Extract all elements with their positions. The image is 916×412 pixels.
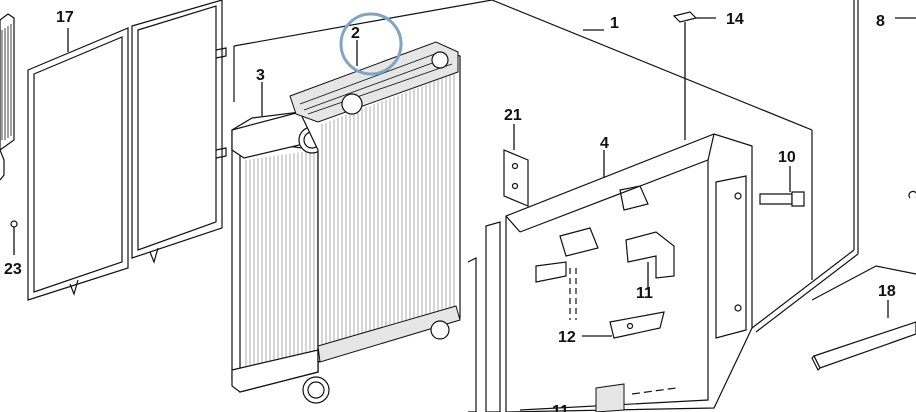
part-23-pin (10, 220, 18, 255)
callout-12: 12 (558, 329, 576, 346)
part-4-mounting-frame (505, 133, 753, 412)
part-2-radiator (289, 40, 461, 363)
part-10-bolt (759, 166, 805, 207)
assembly-boundary (233, 0, 813, 280)
callout-11-lower: 11 (552, 403, 569, 412)
callout-1: 1 (610, 15, 619, 32)
part-3-charge-air-cooler (231, 82, 330, 404)
callout-2-highlight (339, 12, 403, 76)
callout-2: 2 (351, 25, 360, 42)
callout-14: 14 (726, 11, 744, 28)
part-17-screen-frame (27, 0, 227, 301)
callout-17: 17 (56, 9, 74, 26)
left-radiator-edge (0, 13, 15, 181)
callout-8: 8 (876, 13, 885, 30)
callout-11-upper: 11 (636, 285, 653, 302)
frame-left-bracket (467, 221, 501, 412)
callout-3: 3 (256, 67, 265, 84)
part-18-seal-strip (811, 265, 916, 372)
callout-10: 10 (778, 149, 796, 166)
part-21-bracket (503, 124, 529, 207)
callout-labels: 1 2 3 4 8 10 11 11 12 14 17 18 21 23 (4, 9, 896, 412)
part-14-gasket (672, 11, 716, 140)
part-12-clip (582, 311, 665, 339)
part-11-clamp-lower (535, 261, 567, 283)
callout-23: 23 (4, 261, 22, 278)
part-8-detail-link (751, 0, 916, 333)
part-11-clamp-upper (625, 231, 675, 290)
callout-18: 18 (878, 283, 896, 300)
callout-4: 4 (600, 135, 609, 152)
callout-21: 21 (504, 107, 522, 124)
